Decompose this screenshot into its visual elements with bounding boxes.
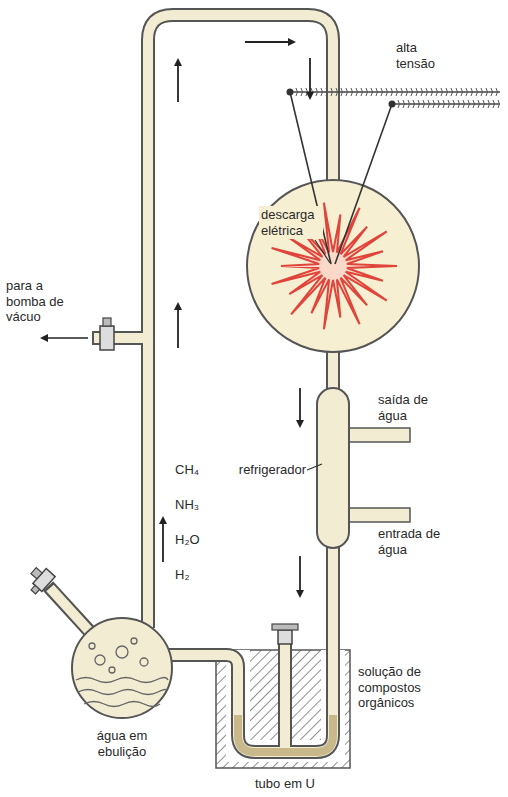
label-text: refrigerador bbox=[226, 462, 306, 478]
coil-turn bbox=[471, 88, 473, 96]
label-text: tubo em U bbox=[222, 776, 348, 792]
glass-tube bbox=[48, 15, 333, 752]
organic-solution bbox=[238, 715, 333, 752]
label-text: H₂O bbox=[175, 532, 215, 548]
coil-turn bbox=[458, 100, 460, 108]
coil-turn bbox=[351, 88, 353, 96]
coil-turn bbox=[486, 88, 488, 96]
coil-turn bbox=[461, 88, 463, 96]
spark-chamber-shape bbox=[245, 178, 421, 354]
coil-turn bbox=[488, 100, 490, 108]
coil-turn bbox=[411, 88, 413, 96]
coil-turn bbox=[443, 100, 445, 108]
coil-turn bbox=[336, 88, 338, 96]
coil-turn bbox=[301, 88, 303, 96]
coil-turn bbox=[433, 100, 435, 108]
coil-turn bbox=[466, 88, 468, 96]
coil-turn bbox=[331, 88, 333, 96]
high-voltage-coil bbox=[287, 88, 501, 108]
coil-turn bbox=[408, 100, 410, 108]
stopcock bbox=[23, 318, 298, 644]
coil-turn bbox=[478, 100, 480, 108]
leader-line bbox=[315, 240, 330, 263]
coil-turn bbox=[498, 100, 500, 108]
coil-turn bbox=[496, 88, 498, 96]
coil-turn bbox=[296, 88, 298, 96]
coil-turn bbox=[398, 100, 400, 108]
coil-turn bbox=[493, 100, 495, 108]
coil-turn bbox=[413, 100, 415, 108]
coil-turn bbox=[453, 100, 455, 108]
coil-turn bbox=[456, 88, 458, 96]
label-text: alta tensão bbox=[396, 40, 456, 71]
coil-turn bbox=[428, 100, 430, 108]
coil-turn bbox=[426, 88, 428, 96]
coil-turn bbox=[431, 88, 433, 96]
coil-turn bbox=[391, 88, 393, 96]
coil-turn bbox=[371, 88, 373, 96]
label-text: entrada de água bbox=[378, 526, 452, 557]
coil-turn bbox=[376, 88, 378, 96]
label-text: CH₄ bbox=[175, 462, 215, 478]
coil-turn bbox=[346, 88, 348, 96]
coil-turn bbox=[436, 88, 438, 96]
coil-turn bbox=[481, 88, 483, 96]
coil-turn bbox=[476, 88, 478, 96]
coil-turn bbox=[468, 100, 470, 108]
coil-turn bbox=[446, 88, 448, 96]
coil-turn bbox=[483, 100, 485, 108]
label-text: solução de compostos orgânicos bbox=[358, 664, 468, 711]
coil-turn bbox=[416, 88, 418, 96]
coil-turn bbox=[418, 100, 420, 108]
label-text: H₂ bbox=[175, 567, 215, 583]
coil-turn bbox=[491, 88, 493, 96]
glass-tube-inner bbox=[50, 15, 333, 752]
coil-turn bbox=[396, 88, 398, 96]
coil-turn bbox=[423, 100, 425, 108]
coil-turn bbox=[441, 88, 443, 96]
coil-turn bbox=[316, 88, 318, 96]
coil-turn bbox=[361, 88, 363, 96]
coil-turn bbox=[321, 88, 323, 96]
flow-arrow bbox=[44, 337, 88, 339]
coil-turn bbox=[366, 88, 368, 96]
coil-turn bbox=[341, 88, 343, 96]
coil-turn bbox=[438, 100, 440, 108]
label-text: saída de água bbox=[378, 392, 452, 423]
glass-sphere bbox=[247, 180, 419, 352]
label-text: para a bomba de vácuo bbox=[6, 278, 80, 325]
coil-turn bbox=[403, 100, 405, 108]
coil-turn bbox=[311, 88, 313, 96]
boiling-flask bbox=[72, 618, 172, 718]
spark-chamber: descarga elétrica bbox=[245, 178, 421, 354]
coil-turn bbox=[473, 100, 475, 108]
coil-turn bbox=[356, 88, 358, 96]
coil-turn bbox=[451, 88, 453, 96]
leader-line bbox=[307, 464, 322, 470]
coil-turn bbox=[386, 88, 388, 96]
coil-turn bbox=[401, 88, 403, 96]
coil-turn bbox=[381, 88, 383, 96]
electrode bbox=[335, 104, 392, 264]
label-text: NH₃ bbox=[175, 497, 215, 513]
node-text: descarga elétrica bbox=[259, 206, 323, 239]
coil-turn bbox=[421, 88, 423, 96]
coil-turn bbox=[463, 100, 465, 108]
coil-turn bbox=[406, 88, 408, 96]
coil-turn bbox=[306, 88, 308, 96]
coil-turn bbox=[448, 100, 450, 108]
label-text: água em ebulição bbox=[72, 728, 172, 759]
coil-turn bbox=[326, 88, 328, 96]
